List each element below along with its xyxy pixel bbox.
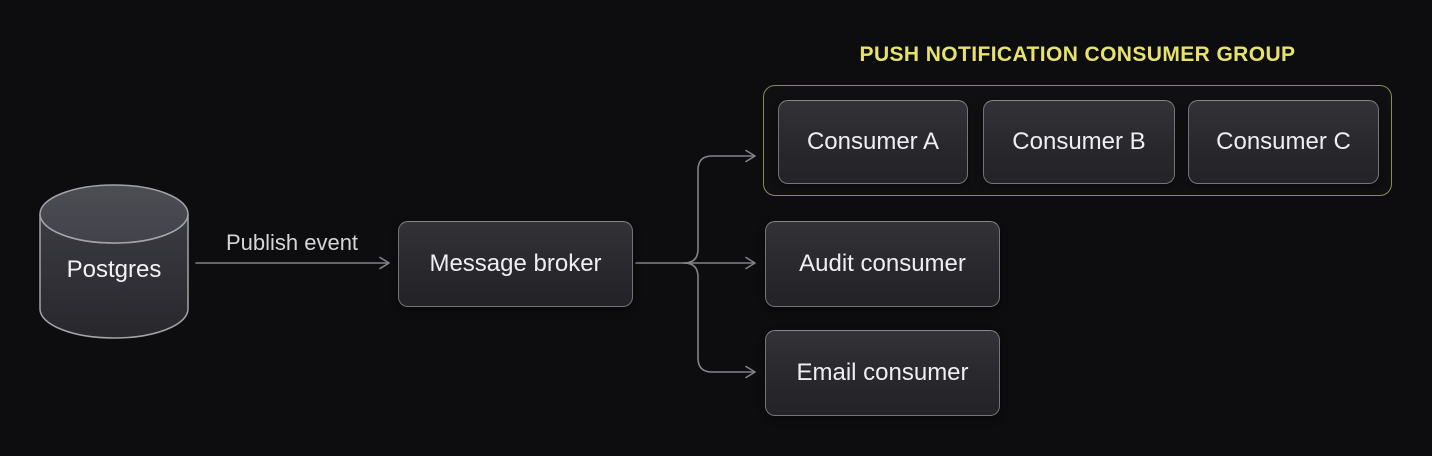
consumer-a-node: Consumer A (778, 100, 968, 184)
arrowhead-email (745, 365, 756, 379)
email-consumer-label: Email consumer (796, 359, 969, 386)
audit-consumer-label: Audit consumer (799, 250, 966, 277)
arrow-broker-to-email (683, 262, 754, 373)
publish-event-label: Publish event (225, 230, 359, 255)
arrowhead-db-to-broker (379, 256, 390, 270)
consumer-a-label: Consumer A (806, 128, 940, 155)
arrowhead-audit (745, 256, 756, 270)
database-cylinder-icon (39, 184, 189, 339)
consumer-c-label: Consumer C (1216, 128, 1351, 155)
audit-consumer-node: Audit consumer (765, 221, 1000, 307)
arrowhead-group (745, 149, 756, 163)
database-label: Postgres (66, 256, 162, 283)
message-broker-label: Message broker (429, 250, 602, 277)
consumer-b-node: Consumer B (983, 100, 1175, 184)
consumer-b-label: Consumer B (1012, 128, 1146, 155)
consumer-c-node: Consumer C (1188, 100, 1379, 184)
message-broker-node: Message broker (398, 221, 633, 307)
consumer-group-boundary (763, 85, 1392, 196)
email-consumer-node: Email consumer (765, 330, 1000, 416)
arrow-broker-to-group (683, 155, 754, 264)
consumer-group-title: PUSH NOTIFICATION CONSUMER GROUP (859, 43, 1296, 66)
